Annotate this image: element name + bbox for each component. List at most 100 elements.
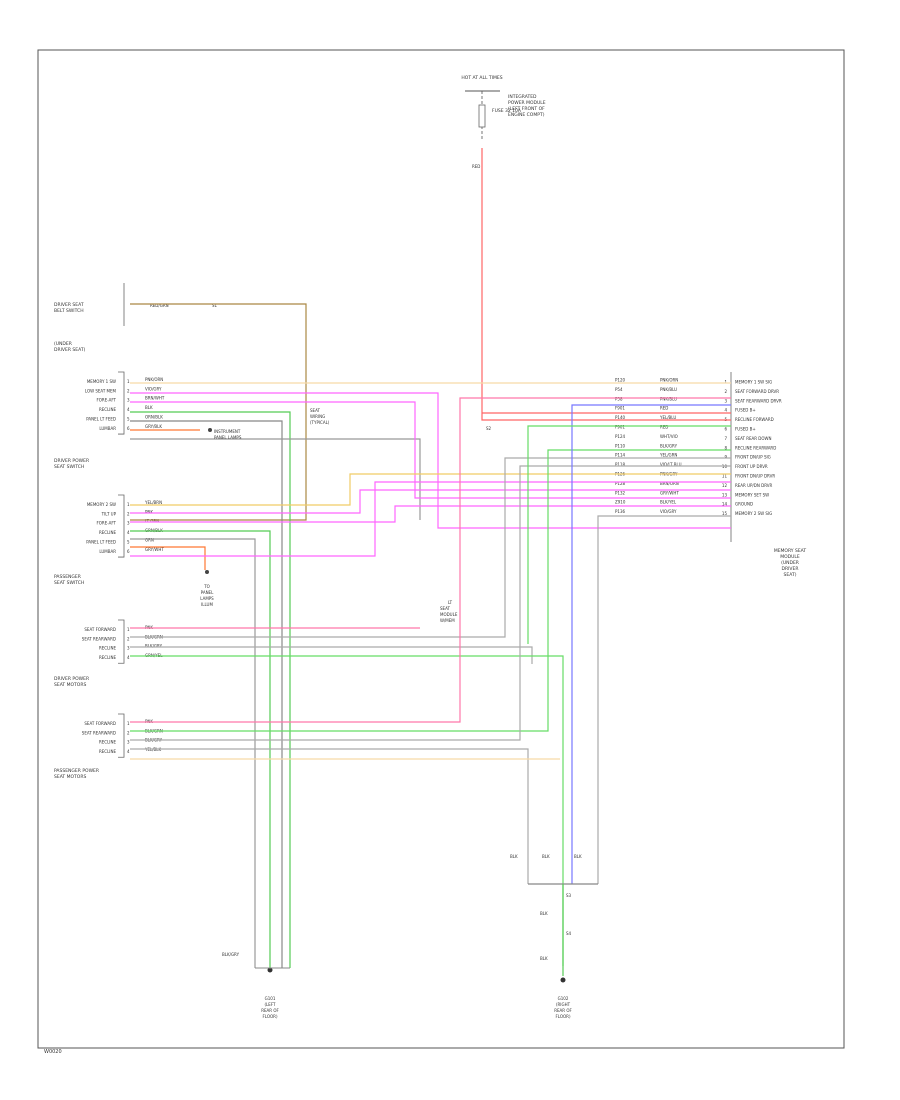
module-pin-label: FRONT DN/UP DRVR bbox=[735, 474, 775, 479]
connector-outline bbox=[118, 619, 125, 664]
connector-pin-number: 1 bbox=[127, 721, 130, 726]
g2-id: G102 bbox=[558, 996, 569, 1001]
module-pin-code: P54 bbox=[615, 387, 623, 392]
connector-pin-number: 3 bbox=[127, 398, 130, 403]
wire-c4-rear bbox=[130, 449, 731, 732]
module-pin-wire: YEL/BLU bbox=[659, 415, 676, 420]
module-pin-code: P110 bbox=[615, 443, 626, 448]
wire-c2-tiltup bbox=[130, 489, 731, 514]
wire-c4-fwd bbox=[130, 397, 731, 723]
connector-pin-label: RECLINE bbox=[99, 655, 117, 660]
module-pin-wire: GRY/WHT bbox=[660, 490, 679, 495]
seat-wiring-3: (TYPICAL) bbox=[310, 420, 330, 425]
wire-c3-rear bbox=[130, 457, 731, 638]
module-pin-number: 2 bbox=[724, 389, 727, 394]
wire-module-grey bbox=[597, 515, 731, 884]
connector-pin-label: RECLINE bbox=[99, 407, 117, 412]
fuse-desc-1: INTEGRATED bbox=[508, 94, 537, 100]
connector-outline bbox=[118, 494, 125, 558]
seat-switch-caption-2: DRIVER SEAT) bbox=[54, 347, 86, 353]
illum-note-1: INSTRUMENT bbox=[214, 429, 241, 434]
wire-c1-vio bbox=[130, 401, 731, 499]
s2-label: S2 bbox=[486, 426, 492, 431]
wire-c2-foreaft bbox=[130, 530, 271, 968]
module-caption-1: MEMORY SEAT bbox=[774, 548, 807, 554]
connector-pin-wire: PNK bbox=[145, 509, 153, 514]
wire-module-green bbox=[527, 425, 731, 644]
connector-outline bbox=[118, 371, 125, 435]
module-pin-wire: BLK/YEL bbox=[660, 500, 677, 505]
module-pin-code: P136 bbox=[615, 509, 626, 514]
connector-outline bbox=[118, 713, 125, 758]
module-pin-number: 15 bbox=[722, 511, 728, 516]
panel-lamps-3: LAMPS bbox=[200, 596, 214, 601]
connector-pin-number: 1 bbox=[127, 379, 130, 384]
connector-pin-label: RECLINE bbox=[99, 530, 117, 535]
connector-pin-number: 2 bbox=[127, 388, 130, 393]
connector-pin-number: 6 bbox=[127, 426, 130, 431]
fuse-symbol bbox=[478, 104, 486, 128]
connector-pin-wire: BLK bbox=[145, 405, 153, 410]
connector-pin-number: 6 bbox=[127, 549, 130, 554]
module-pin-wire: YEL/GRN bbox=[659, 453, 677, 458]
connector-pin-wire: GRY/WHT bbox=[145, 547, 164, 552]
module-pin-wire: VIO/LT BLU bbox=[660, 462, 682, 467]
connector-pin-label: LOW SEAT MEM bbox=[85, 388, 117, 393]
connector-pin-label: SEAT REARWARD bbox=[82, 636, 116, 641]
module-pin-label: MEMORY 2 SW SIG bbox=[735, 511, 772, 516]
module-pin-label: RECLINE REARWARD bbox=[735, 445, 776, 450]
connector-pin-label: MEMORY 1 SW bbox=[87, 379, 116, 384]
module-caption-3: (UNDER bbox=[781, 560, 799, 566]
connector-caption: SEAT SWITCH bbox=[54, 464, 84, 470]
connector-pin-number: 4 bbox=[127, 407, 130, 412]
connector-pin-label: LUMBAR bbox=[99, 549, 116, 554]
module-caption-5: SEAT) bbox=[784, 572, 797, 578]
module-pin-wire: WHT/VIO bbox=[660, 434, 678, 439]
module-pin-code: P58 bbox=[615, 396, 623, 401]
module-pin-code: P120 bbox=[615, 378, 626, 383]
module-pin-wire: PNK/BLU bbox=[660, 387, 677, 392]
g1-id: G101 bbox=[265, 996, 276, 1001]
module-pin-wire: RED bbox=[660, 406, 668, 411]
module-pin-number: 6 bbox=[724, 427, 727, 432]
module-pin-number: 1 bbox=[724, 380, 727, 385]
connector-pin-number: 5 bbox=[127, 540, 130, 545]
connector-pin-wire: GRY/BLK bbox=[145, 424, 162, 429]
module-pin-number: 12 bbox=[722, 483, 728, 488]
annotations: INSTRUMENT PANEL LAMPS SEAT WIRING (TYPI… bbox=[44, 408, 582, 1055]
connector-caption: SEAT MOTORS bbox=[54, 682, 86, 688]
fuse-desc-3: (LEFT FRONT OF bbox=[508, 106, 545, 112]
lt-module-1: LT bbox=[448, 600, 453, 605]
wire-c1-recline bbox=[130, 420, 283, 968]
module-pin-label: MEMORY 1 SW SIG bbox=[735, 380, 772, 385]
module-pin-number: 9 bbox=[724, 455, 727, 460]
module-pin-number: 4 bbox=[724, 408, 727, 413]
connector-pin-wire: PNK/ORN bbox=[145, 377, 163, 382]
s4-label: S4 bbox=[566, 931, 572, 936]
module-pin-label: REAR UP/DN DRVR bbox=[735, 483, 773, 488]
seat-switch-caption-1: (UNDER bbox=[54, 341, 72, 347]
module-pin-code: P114 bbox=[615, 453, 626, 458]
module-pin-number: 14 bbox=[722, 502, 728, 507]
module-pin-number: 8 bbox=[724, 445, 727, 450]
connector-pin-number: 4 bbox=[127, 749, 130, 754]
module-pin-code: F901 bbox=[615, 425, 625, 430]
seat-switch-label-1: DRIVER SEAT bbox=[54, 302, 84, 308]
module-pin-number: 13 bbox=[722, 492, 728, 497]
connector-pin-wire: LT GRN bbox=[145, 519, 159, 524]
connector-pin-number: 3 bbox=[127, 521, 130, 526]
connector-pin-number: 3 bbox=[127, 740, 130, 745]
g1-caption-1: (LEFT bbox=[265, 1002, 277, 1007]
illum-node bbox=[208, 428, 212, 432]
g2-caption-1: (RIGHT bbox=[556, 1002, 571, 1007]
seat-switch-wire: RED/GRN bbox=[150, 303, 169, 308]
lt-module-4: W/MEM bbox=[440, 618, 455, 623]
connector-pin-number: 2 bbox=[127, 730, 130, 735]
module-caption-4: DRIVER bbox=[782, 566, 799, 572]
module-pin-code: P140 bbox=[615, 415, 626, 420]
connector-pin-label: FORE-AFT bbox=[96, 398, 116, 403]
